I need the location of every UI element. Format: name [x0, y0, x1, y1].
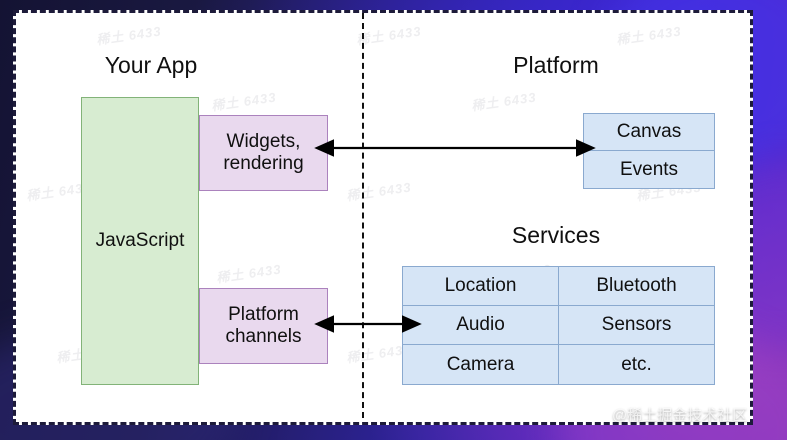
table-cell-location: Location: [403, 267, 559, 306]
tile-watermark: 稀土 6433: [355, 23, 423, 48]
table-row: Location Bluetooth: [403, 267, 714, 306]
table-row: Audio Sensors: [403, 306, 714, 345]
widgets-rendering-label: Widgets, rendering: [223, 131, 303, 176]
platform-channels-label: Platform channels: [225, 304, 301, 349]
table-row: Camera etc.: [403, 345, 714, 384]
tile-watermark: 稀土 6433: [215, 261, 283, 286]
vertical-dashed-divider: [362, 13, 364, 422]
widgets-rendering-box: Widgets, rendering: [199, 115, 328, 191]
heading-your-app: Your App: [104, 52, 198, 78]
javascript-box-label: JavaScript: [95, 230, 185, 251]
javascript-box: JavaScript: [81, 97, 199, 385]
services-table: Location Bluetooth Audio Sensors Camera …: [402, 266, 715, 385]
table-cell-sensors: Sensors: [559, 306, 714, 345]
heading-services: Services: [511, 222, 601, 248]
arrow-widgets-to-canvas-icon: [314, 139, 596, 157]
widgets-rendering-line1: Widgets,: [226, 130, 301, 152]
platform-channels-line1: Platform: [228, 303, 299, 325]
table-cell-etc: etc.: [621, 353, 652, 375]
slide-panel: 稀土 6433 稀土 6433 稀土 6433 稀土 6433 稀土 6433 …: [13, 10, 753, 425]
platform-channels-box: Platform channels: [199, 288, 328, 364]
tile-watermark: 稀土 6433: [615, 23, 683, 48]
widgets-rendering-line2: rendering: [223, 153, 304, 174]
table-cell-audio: Audio: [403, 306, 559, 345]
platform-channels-line2: channels: [225, 326, 302, 347]
tile-watermark: 稀土 6433: [470, 89, 538, 114]
tile-watermark: 稀土 6433: [345, 179, 413, 204]
table-cell-camera: Camera: [403, 345, 559, 384]
table-row: Canvas: [584, 114, 714, 151]
tile-watermark: 稀土 6433: [95, 23, 163, 48]
table-cell-events: Events: [619, 158, 679, 180]
heading-platform: Platform: [513, 52, 599, 78]
table-row: Events: [584, 151, 714, 188]
arrow-channels-to-services-icon: [314, 315, 422, 333]
tile-watermark: 稀土 6433: [210, 89, 278, 114]
platform-table: Canvas Events: [583, 113, 715, 189]
table-cell-canvas: Canvas: [584, 114, 714, 151]
table-cell-bluetooth: Bluetooth: [559, 267, 714, 306]
